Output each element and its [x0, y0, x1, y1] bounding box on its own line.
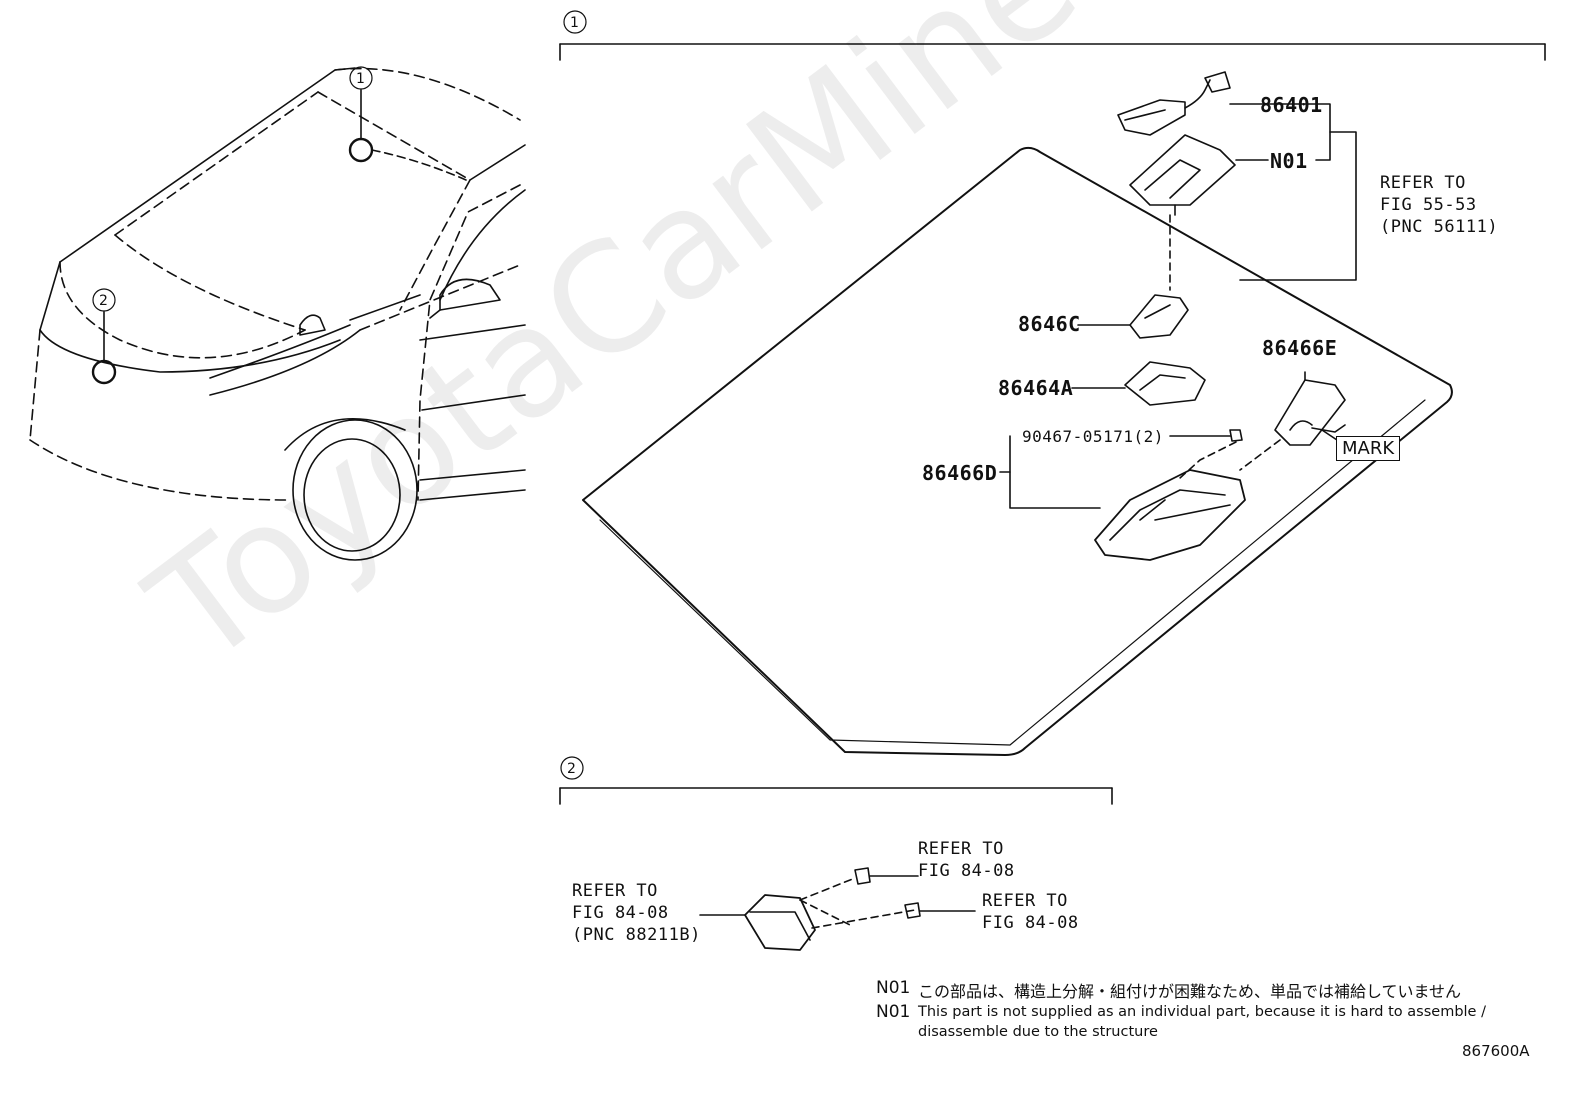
windshield-glass: [582, 146, 1453, 756]
part-label-86466e: 86466E: [1262, 336, 1338, 360]
part-8646c-shape: [1077, 294, 1189, 339]
figure-code: 867600A: [1462, 1042, 1530, 1060]
refer-fig-84-08-right: REFER TO FIG 84-08: [982, 891, 1079, 933]
part-86466d-shape: [1094, 469, 1246, 561]
part-label-n01: N01: [1270, 149, 1308, 173]
section-2: [559, 756, 1113, 951]
refer-pnc-88211b: REFER TO FIG 84-08 (PNC 88211B): [572, 881, 701, 945]
part-86464a-shape: [1071, 361, 1206, 406]
note-text-en-line2: disassemble due to the structure: [918, 1024, 1158, 1040]
part-label-86466d: 86466D: [922, 461, 998, 485]
note-text-en-line1: This part is not supplied as an individu…: [918, 1004, 1486, 1020]
note-code-en: N01: [876, 1002, 911, 1022]
section-1: [559, 10, 1546, 756]
sensor-module-shape: [699, 894, 816, 951]
part-label-86464a: 86464A: [998, 376, 1074, 400]
part-label-8646c: 8646C: [1018, 312, 1081, 336]
part-label-86401: 86401: [1260, 93, 1323, 117]
part-86466e-shape: [1274, 371, 1346, 446]
part-n01-shape: [1129, 134, 1269, 216]
part-label-90467: 90467-05171(2): [1022, 427, 1164, 446]
mark-label: MARK: [1336, 436, 1401, 461]
callout-2-car: 2: [99, 293, 109, 309]
callout-1-section: 1: [570, 15, 580, 31]
note-text-jp: この部品は、構造上分解・組付けが困難なため、単品では補給していません: [918, 982, 1462, 1001]
refer-fig-84-08-top: REFER TO FIG 84-08: [918, 839, 1015, 881]
callout-1-car: 1: [356, 71, 366, 87]
car-illustration: [29, 66, 526, 561]
refer-fig-55-53: REFER TO FIG 55-53 (PNC 56111): [1380, 173, 1499, 237]
part-86401-shape: [1117, 71, 1317, 136]
callout-2-section: 2: [567, 761, 577, 777]
note-code-jp: N01: [876, 978, 911, 998]
